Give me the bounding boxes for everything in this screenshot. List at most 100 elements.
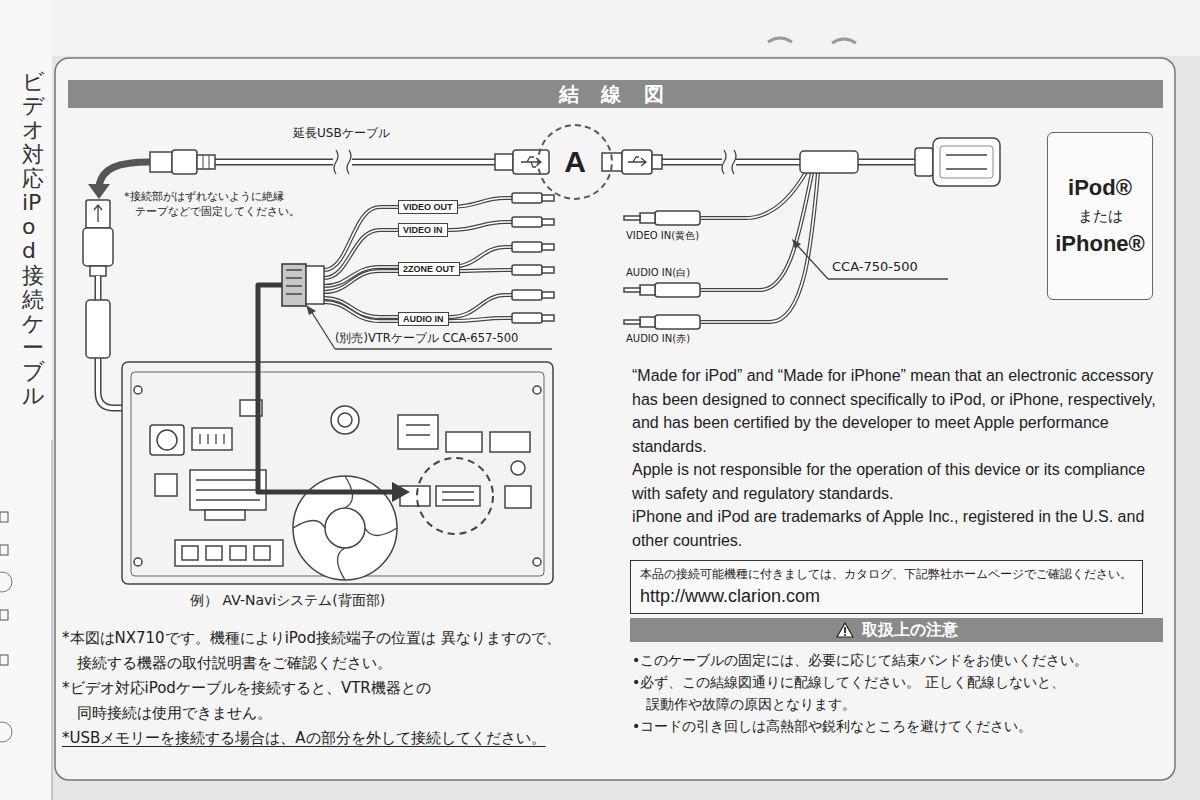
navi-unit-rear bbox=[325, 508, 365, 548]
ipod-cable bbox=[933, 138, 1000, 186]
figure-caption: 例） AV-Naviシステム(背面部) bbox=[190, 592, 385, 609]
extension-usb-cable bbox=[215, 160, 495, 164]
vtr-cable bbox=[512, 217, 542, 227]
vtr-cable bbox=[392, 482, 410, 502]
plug-label: VIDEO IN(黄色) bbox=[626, 230, 699, 242]
background bbox=[0, 655, 8, 665]
background bbox=[0, 572, 12, 592]
ipod-cable bbox=[700, 173, 818, 322]
navi-unit-rear bbox=[505, 486, 531, 508]
box-text: iPhone® bbox=[1055, 231, 1145, 257]
box-text: iPod® bbox=[1068, 175, 1132, 201]
navi-unit-rear bbox=[417, 458, 493, 534]
navi-unit-rear bbox=[182, 546, 198, 560]
caution-item: •必ず、この結線図通りに配線してください。 正しく配線しないと、誤動作や故障の原… bbox=[632, 671, 1167, 715]
navi-unit-rear bbox=[190, 470, 266, 510]
cable-tag: VIDEO OUT bbox=[398, 200, 458, 214]
cable-name: (別売)VTRケーブル CCA-657-500 bbox=[335, 332, 518, 346]
extension-usb-cable bbox=[150, 152, 172, 172]
caution-band: 取扱上の注意 bbox=[630, 618, 1163, 642]
background bbox=[768, 38, 792, 42]
trademark-text: Apple is not responsible for the operati… bbox=[632, 458, 1160, 505]
plug-label: AUDIO IN(赤) bbox=[626, 333, 690, 345]
ipod-cable bbox=[655, 283, 700, 297]
cable-name: 延長USBケーブル bbox=[293, 126, 390, 140]
warning-icon bbox=[844, 634, 846, 636]
cable-tag: AUDIO IN bbox=[398, 312, 449, 326]
background bbox=[55, 58, 1175, 780]
extension-usb-cable bbox=[86, 200, 110, 228]
ipod-cable bbox=[660, 159, 915, 166]
background bbox=[0, 512, 8, 522]
ipod-cable bbox=[800, 151, 858, 173]
ipod-cable bbox=[640, 317, 655, 327]
vtr-cable bbox=[512, 313, 542, 323]
extension-usb-cable bbox=[90, 266, 106, 276]
navi-unit-rear bbox=[533, 558, 541, 566]
vtr-cable bbox=[512, 290, 542, 300]
box-text: または bbox=[1078, 207, 1123, 225]
extension-usb-cable bbox=[83, 228, 113, 266]
diagram-title: 結 線 図 bbox=[68, 80, 1163, 108]
extension-usb-cable bbox=[86, 300, 110, 358]
extension-usb-cable bbox=[215, 159, 495, 166]
extension-usb-cable bbox=[94, 205, 102, 222]
ipod-cable bbox=[624, 320, 640, 324]
ipod-cable bbox=[628, 157, 646, 166]
background bbox=[51, 440, 53, 800]
ipod-cable bbox=[946, 155, 987, 169]
extension-usb-cable bbox=[495, 154, 513, 170]
navi-unit-rear bbox=[442, 492, 474, 500]
background bbox=[68, 80, 1163, 108]
ipod-cable bbox=[700, 172, 806, 218]
navi-unit-rear bbox=[398, 415, 438, 449]
ipod-cable bbox=[797, 245, 948, 279]
cable-name: CCA-750-500 bbox=[832, 259, 918, 275]
ipod-cable bbox=[624, 216, 640, 220]
navi-unit-rear bbox=[192, 428, 232, 450]
vtr-cable bbox=[306, 266, 324, 304]
navi-unit-rear bbox=[200, 434, 224, 444]
navi-unit-rear bbox=[254, 546, 270, 560]
vtr-cable bbox=[542, 315, 554, 321]
cable-tag: VIDEO IN bbox=[398, 223, 448, 237]
extension-usb-cable bbox=[172, 150, 197, 174]
navi-unit-rear bbox=[175, 540, 283, 566]
navi-unit-rear bbox=[131, 372, 544, 576]
navi-unit-rear bbox=[436, 486, 480, 506]
extension-usb-cable bbox=[513, 150, 549, 174]
navi-unit-rear bbox=[331, 406, 359, 434]
background bbox=[52, 0, 1200, 56]
extension-usb-cable bbox=[334, 150, 351, 174]
ipod-cable bbox=[655, 315, 700, 329]
background bbox=[0, 0, 52, 800]
ipod-cable bbox=[602, 138, 1000, 329]
ipod-cable bbox=[700, 173, 812, 290]
vtr-cable bbox=[282, 264, 306, 306]
navi-unit-rear bbox=[134, 558, 142, 566]
extension-usb-cable bbox=[99, 162, 150, 186]
vtr-cable bbox=[311, 311, 552, 349]
ipod-cable bbox=[700, 172, 806, 218]
note: *接続部がはずれないように絶縁 テープなどで固定してください。 bbox=[124, 190, 329, 220]
navi-unit-rear bbox=[230, 546, 246, 560]
vtr-cable bbox=[542, 267, 554, 273]
vtr-cable bbox=[512, 265, 542, 275]
navi-unit-rear bbox=[150, 425, 184, 455]
box-text: 取扱上の注意 bbox=[862, 620, 958, 639]
ipod-cable bbox=[655, 211, 700, 225]
vtr-cable bbox=[258, 193, 554, 502]
vtr-cable bbox=[512, 242, 542, 252]
background bbox=[0, 545, 8, 555]
ipod-cable bbox=[622, 150, 652, 174]
background bbox=[0, 722, 12, 742]
extension-usb-cable bbox=[203, 155, 204, 169]
notice-box: 本品の接続可能機種に付きましては、カタログ、下記弊社ホームページでご確認ください… bbox=[630, 560, 1143, 614]
warning-icon bbox=[836, 622, 854, 638]
ipod-cable bbox=[640, 285, 655, 295]
extension-usb-cable bbox=[197, 155, 215, 169]
device-box: iPod® または iPhone® bbox=[1047, 132, 1153, 300]
navi-unit-rear bbox=[122, 362, 553, 584]
navi-unit-rear bbox=[490, 432, 530, 452]
